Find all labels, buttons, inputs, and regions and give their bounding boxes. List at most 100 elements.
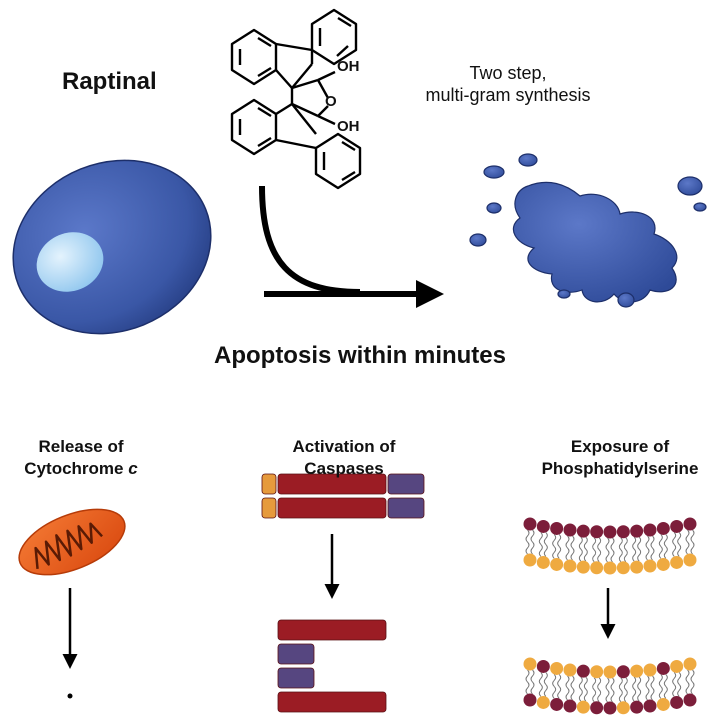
effect-3-line-2: Phosphatidylserine <box>541 459 699 478</box>
lipid-head-inner <box>656 697 670 711</box>
lipid-tail <box>597 689 602 703</box>
procaspase-dimer <box>261 473 425 519</box>
lipid-tail <box>672 544 677 557</box>
cytochrome-c-dot <box>67 693 73 699</box>
headline: Apoptosis within minutes <box>214 342 506 369</box>
lipid-tail <box>538 544 543 557</box>
lipid-tail <box>632 688 637 702</box>
reaction-curve <box>259 185 361 295</box>
lipid-tail <box>677 684 682 697</box>
lipid-tail <box>650 547 655 561</box>
lipid-tail <box>672 672 677 685</box>
synthesis-line-2: multi-gram synthesis <box>425 85 591 105</box>
lipid-head-inner <box>616 701 630 715</box>
lipid-tail <box>623 677 628 691</box>
lipid-tail <box>623 537 628 551</box>
lipid-tail <box>663 534 668 547</box>
lipid-tail <box>650 535 655 549</box>
lipid-tail <box>663 686 668 699</box>
lipid-tail <box>650 675 655 689</box>
lipid-tail <box>618 689 623 703</box>
lipid-head-outer <box>630 524 644 538</box>
lipid-tail <box>583 536 588 550</box>
lipid-tail <box>618 537 623 551</box>
lipid-head-inner <box>630 700 644 714</box>
lipid-tail <box>525 541 530 555</box>
lipid-head-outer <box>656 661 670 675</box>
lipid-tail <box>525 669 530 683</box>
synthesis-note: Two step, multi-gram synthesis <box>410 62 606 106</box>
lipid-tail <box>618 549 623 563</box>
lipid-tail <box>538 672 543 685</box>
lipid-tail <box>565 675 570 689</box>
effect-1-line-2: Cytochrome <box>24 459 129 478</box>
lipid-head-inner <box>656 557 670 571</box>
lipid-tail <box>658 686 663 699</box>
lipid-head-outer <box>576 524 590 538</box>
lipid-tail <box>610 549 615 563</box>
lipid-head-inner <box>550 697 564 711</box>
oh-bottom-label: OH <box>337 118 360 135</box>
lipid-tail <box>578 676 583 690</box>
lipid-tail <box>672 684 677 697</box>
lipid-head-outer <box>670 519 684 533</box>
lipid-tail <box>637 536 642 550</box>
lipid-tail <box>552 534 557 547</box>
lipid-head-inner <box>550 557 564 571</box>
effect-label-cytochrome: Release of Cytochrome c <box>6 436 156 480</box>
lipid-tail <box>530 541 535 555</box>
lipid-tail <box>557 674 562 687</box>
synthesis-line-1: Two step, <box>469 63 547 83</box>
lipid-tail <box>690 669 695 683</box>
lipid-tail <box>583 688 588 702</box>
lipid-tail <box>663 546 668 559</box>
effect-1-italic: c <box>128 459 138 478</box>
lipid-head-inner <box>670 695 684 709</box>
effect-label-phosphatidylserine: Exposure of Phosphatidylserine <box>522 436 718 480</box>
lipid-tail <box>610 677 615 691</box>
lipid-tail <box>650 687 655 701</box>
lipid-head-outer <box>643 663 657 677</box>
lipid-head-inner <box>643 559 657 573</box>
lipid-tail <box>592 537 597 551</box>
lipid-tail <box>565 547 570 561</box>
lipid-tail <box>565 535 570 549</box>
lipid-tail <box>597 549 602 563</box>
lipid-tail <box>637 676 642 690</box>
lipid-head-inner <box>643 699 657 713</box>
lipid-tail <box>583 676 588 690</box>
lipid-tail <box>690 529 695 543</box>
lipid-tail <box>663 674 668 687</box>
lipid-tail <box>690 541 695 555</box>
lipid-head-outer <box>536 659 550 673</box>
lipid-head-outer <box>550 521 564 535</box>
lipid-head-outer <box>683 657 697 671</box>
lipid-tail <box>605 689 610 703</box>
effect-2-line-1: Activation of <box>292 437 396 456</box>
lipid-tail <box>685 541 690 555</box>
oh-top-label: OH <box>337 58 360 75</box>
lipid-head-outer <box>670 659 684 673</box>
lipid-tail <box>605 549 610 563</box>
lipid-head-inner <box>563 559 577 573</box>
lipid-head-outer <box>643 523 657 537</box>
lipid-head-outer <box>603 525 617 539</box>
lipid-head-inner <box>523 693 537 707</box>
lipid-tail <box>605 677 610 691</box>
lipid-head-inner <box>616 561 630 575</box>
lipid-tail <box>578 688 583 702</box>
compound-name: Raptinal <box>62 68 157 95</box>
lipid-head-outer <box>550 661 564 675</box>
lipid-tail <box>677 672 682 685</box>
effect-label-caspases: Activation of Caspases <box>262 436 426 480</box>
lipid-tail <box>578 536 583 550</box>
lipid-tail <box>592 549 597 563</box>
lipid-head-outer <box>590 525 604 539</box>
lipid-head-outer <box>576 664 590 678</box>
lipid-tail <box>538 532 543 545</box>
lipid-head-inner <box>590 561 604 575</box>
lipid-tail <box>543 544 548 557</box>
active-caspase <box>277 619 387 713</box>
